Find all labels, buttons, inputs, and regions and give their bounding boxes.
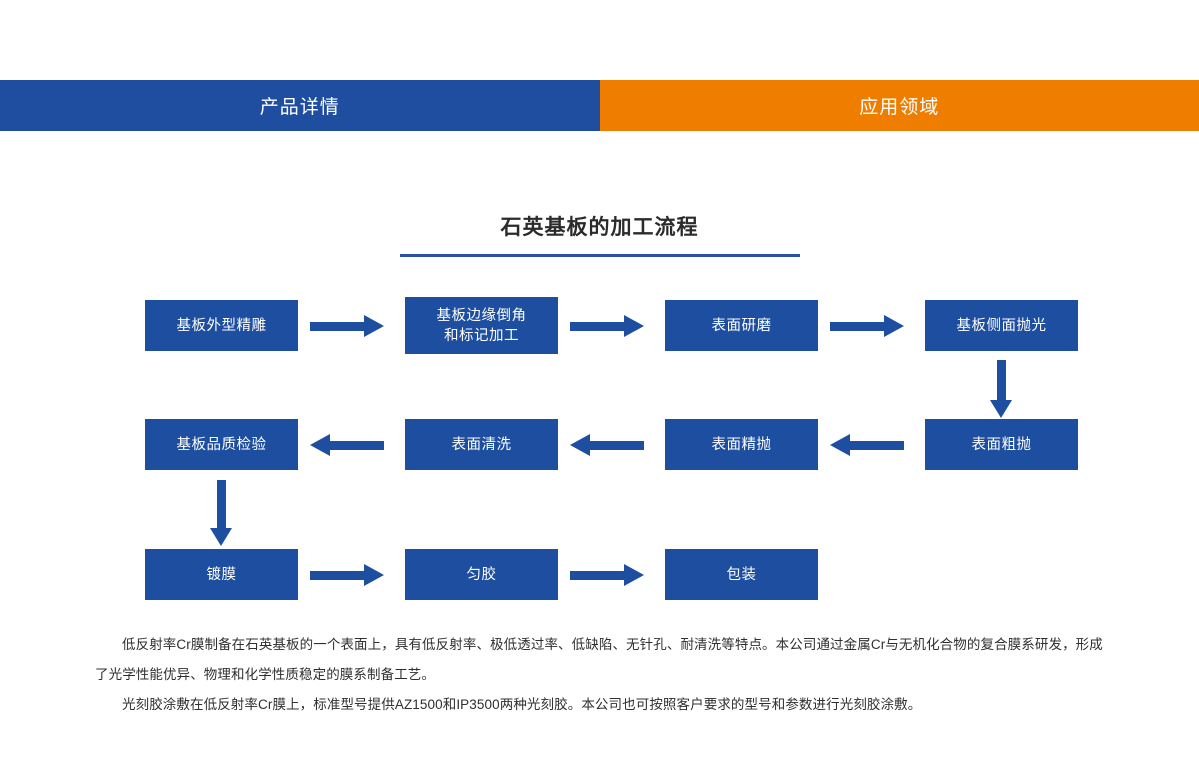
flow-node-label: 镀膜: [206, 566, 237, 583]
flow-node-surface-cleaning[interactable]: 表面清洗: [405, 419, 558, 470]
arrow-head: [990, 400, 1012, 418]
flow-node-label: 基板外型精雕: [176, 317, 267, 334]
tab-application-fields-label: 应用领域: [859, 97, 940, 118]
flow-node-label: 基板侧面抛光: [956, 317, 1047, 334]
flow-node-fine-polishing[interactable]: 表面精抛: [665, 419, 818, 470]
arrow-shaft: [996, 360, 1006, 400]
flow-node-rough-polishing[interactable]: 表面粗抛: [925, 419, 1078, 470]
arrow-right-icon-4: [310, 564, 384, 586]
arrow-right-icon-5: [570, 564, 644, 586]
arrow-head: [624, 564, 644, 586]
description-text-block: 低反射率Cr膜制备在石英基板的一个表面上，具有低反射率、极低透过率、低缺陷、无针…: [95, 630, 1110, 720]
arrow-down-icon-left: [210, 480, 232, 546]
top-navigation-bar: 产品详情 应用领域: [0, 80, 1199, 131]
arrow-right-icon-3: [830, 315, 904, 337]
arrow-shaft: [216, 480, 226, 528]
arrow-right-icon-1: [310, 315, 384, 337]
flow-node-label: 表面粗抛: [971, 436, 1032, 453]
flow-node-packaging[interactable]: 包装: [665, 549, 818, 600]
arrow-head: [830, 434, 850, 456]
flow-node-side-polishing[interactable]: 基板侧面抛光: [925, 300, 1078, 351]
arrow-shaft: [570, 570, 624, 580]
flow-node-label: 表面清洗: [451, 436, 512, 453]
arrow-head: [310, 434, 330, 456]
arrow-left-icon-2: [570, 434, 644, 456]
arrow-shaft: [590, 440, 644, 450]
description-paragraph-1: 低反射率Cr膜制备在石英基板的一个表面上，具有低反射率、极低透过率、低缺陷、无针…: [95, 637, 1103, 682]
arrow-head: [364, 315, 384, 337]
flow-node-surface-grinding[interactable]: 表面研磨: [665, 300, 818, 351]
arrow-shaft: [310, 570, 364, 580]
arrow-right-icon-2: [570, 315, 644, 337]
flow-node-label: 表面研磨: [711, 317, 772, 334]
description-paragraph-2: 光刻胶涂敷在低反射率Cr膜上，标准型号提供AZ1500和IP3500两种光刻胶。…: [122, 697, 922, 712]
section-title-block: 石英基板的加工流程: [0, 215, 1199, 257]
arrow-head: [884, 315, 904, 337]
arrow-head: [570, 434, 590, 456]
process-flow-diagram: 基板外型精雕 基板边缘倒角 和标记加工 表面研磨 基板侧面抛光 基板品质检验: [0, 297, 1199, 600]
arrow-left-icon-3: [830, 434, 904, 456]
flow-node-label-line2: 和标记加工: [444, 327, 519, 344]
arrow-shaft: [310, 321, 364, 331]
flow-node-edge-chamfer-marking[interactable]: 基板边缘倒角 和标记加工: [405, 297, 558, 354]
arrow-head: [364, 564, 384, 586]
arrow-down-icon-right: [990, 360, 1012, 418]
arrow-head: [624, 315, 644, 337]
flow-node-resist-coating[interactable]: 匀胶: [405, 549, 558, 600]
flow-node-label: 表面精抛: [711, 436, 772, 453]
flow-node-label: 基板品质检验: [176, 436, 267, 453]
page-title: 石英基板的加工流程: [500, 216, 699, 239]
arrow-head: [210, 528, 232, 546]
arrow-left-icon-1: [310, 434, 384, 456]
arrow-shaft: [570, 321, 624, 331]
arrow-shaft: [330, 440, 384, 450]
flow-node-coating[interactable]: 镀膜: [145, 549, 298, 600]
flow-node-label-line1: 基板边缘倒角: [436, 307, 527, 324]
title-underline-divider: [399, 254, 800, 257]
flow-node-label: 包装: [726, 566, 757, 583]
flow-node-quality-inspection[interactable]: 基板品质检验: [145, 419, 298, 470]
flow-node-label: 匀胶: [466, 566, 497, 583]
tab-application-fields[interactable]: 应用领域: [599, 80, 1199, 131]
arrow-shaft: [830, 321, 884, 331]
tab-product-details[interactable]: 产品详情: [0, 80, 600, 131]
tab-product-details-label: 产品详情: [259, 97, 340, 118]
flow-node-substrate-shaping[interactable]: 基板外型精雕: [145, 300, 298, 351]
arrow-shaft: [850, 440, 904, 450]
